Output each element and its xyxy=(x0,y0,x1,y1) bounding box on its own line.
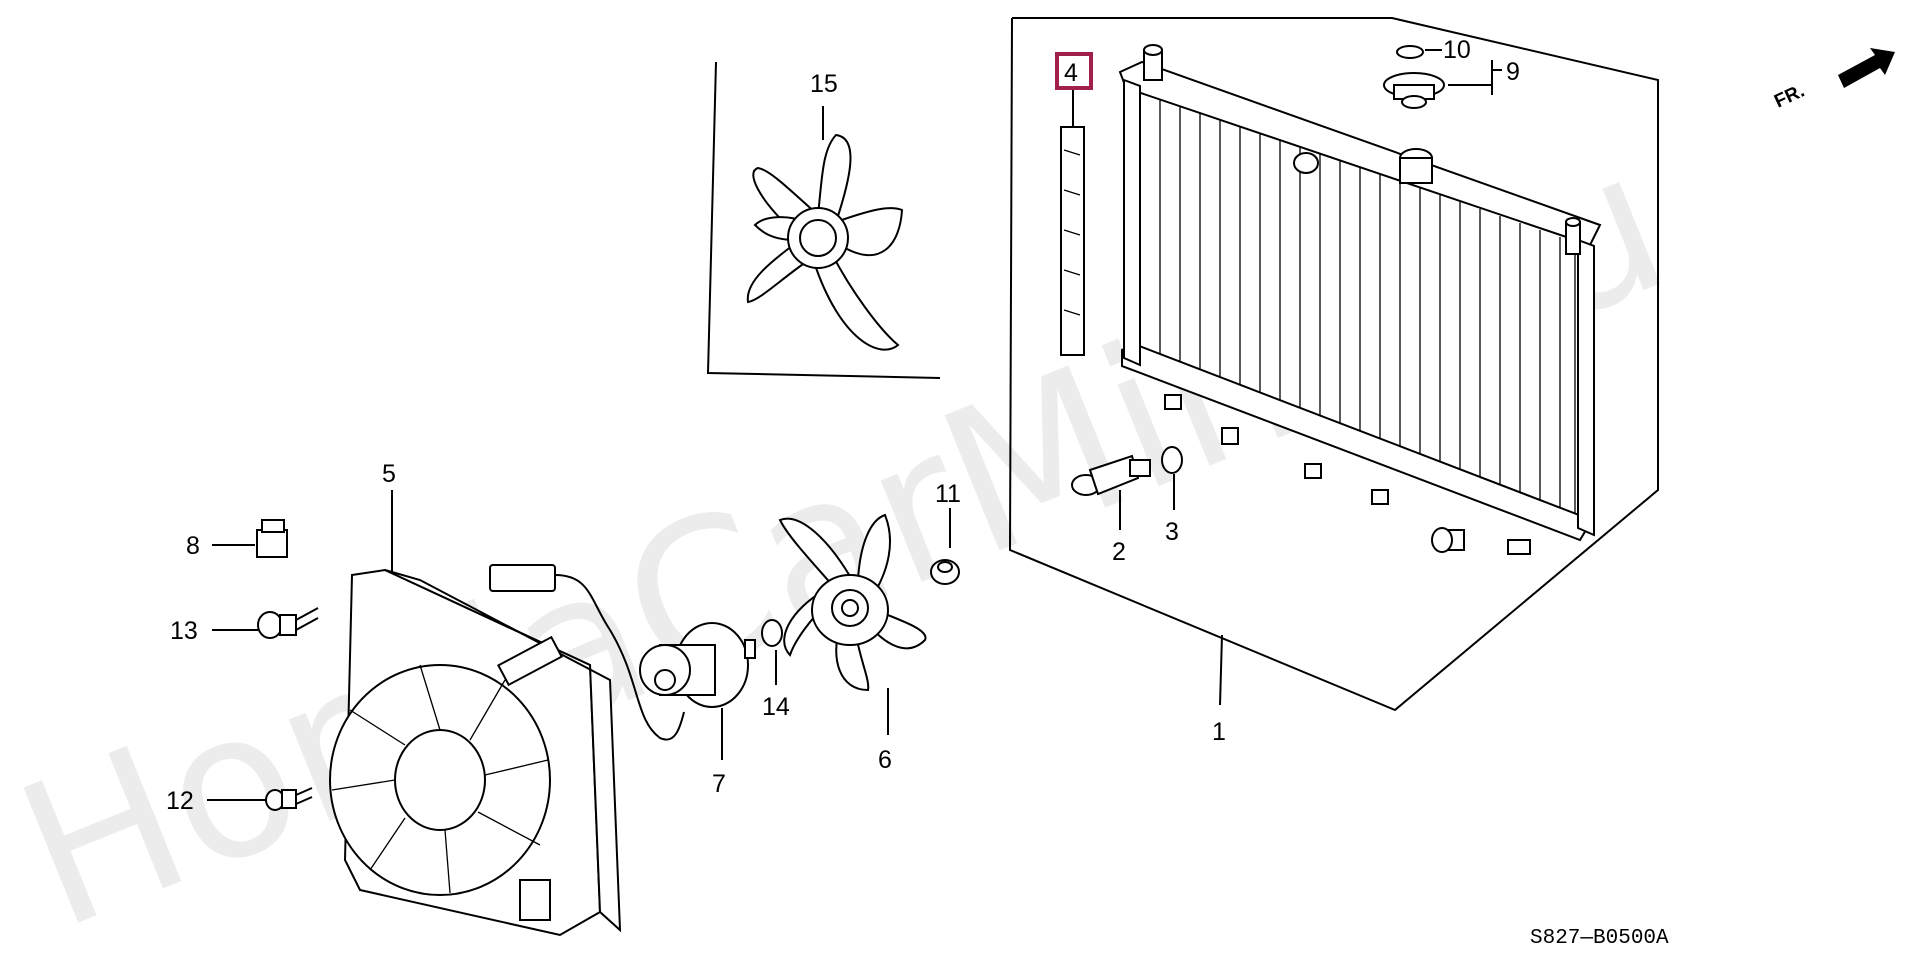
washer-icon xyxy=(761,619,783,647)
clip-icon xyxy=(256,519,288,558)
bolt-13-icon xyxy=(257,607,319,639)
bolt-12-icon xyxy=(265,787,313,811)
fan-blade-icon xyxy=(778,513,927,692)
callout-5[interactable]: 5 xyxy=(382,460,396,488)
front-direction-label: FR. xyxy=(1771,81,1808,113)
cap-seal-icon xyxy=(1396,45,1424,59)
callout-15[interactable]: 15 xyxy=(810,70,838,98)
radiator-cap-icon xyxy=(1383,72,1445,109)
grommet-icon xyxy=(930,559,960,585)
fan-shroud-icon xyxy=(329,568,622,937)
callout-10[interactable]: 10 xyxy=(1443,36,1471,64)
callout-14[interactable]: 14 xyxy=(762,693,790,721)
callout-4[interactable]: 4 xyxy=(1064,59,1078,87)
callout-2[interactable]: 2 xyxy=(1112,538,1126,566)
callout-6[interactable]: 6 xyxy=(878,746,892,774)
callout-7[interactable]: 7 xyxy=(712,770,726,798)
fan-inset-outline xyxy=(706,61,941,379)
callout-4-highlight-box xyxy=(1055,52,1093,90)
fan-blade-inset-icon xyxy=(746,133,904,351)
fan-motor-icon xyxy=(639,622,756,708)
radiator-assembly-outline xyxy=(1008,17,1659,712)
callout-13[interactable]: 13 xyxy=(170,617,198,645)
callout-1[interactable]: 1 xyxy=(1212,718,1226,746)
front-direction-arrow-icon xyxy=(1838,48,1895,88)
radiator-icon xyxy=(1118,44,1602,555)
callout-9[interactable]: 9 xyxy=(1506,58,1520,86)
diagram-code: S827—B0500A xyxy=(1530,927,1669,950)
callout-8[interactable]: 8 xyxy=(186,532,200,560)
callout-11[interactable]: 11 xyxy=(935,480,961,508)
o-ring-icon xyxy=(1161,446,1183,474)
seal-strip-icon xyxy=(1060,126,1085,356)
callout-12[interactable]: 12 xyxy=(166,787,194,815)
wire-harness-icon xyxy=(489,564,685,741)
callout-3[interactable]: 3 xyxy=(1165,518,1179,546)
drain-plug-icon xyxy=(1071,454,1151,496)
